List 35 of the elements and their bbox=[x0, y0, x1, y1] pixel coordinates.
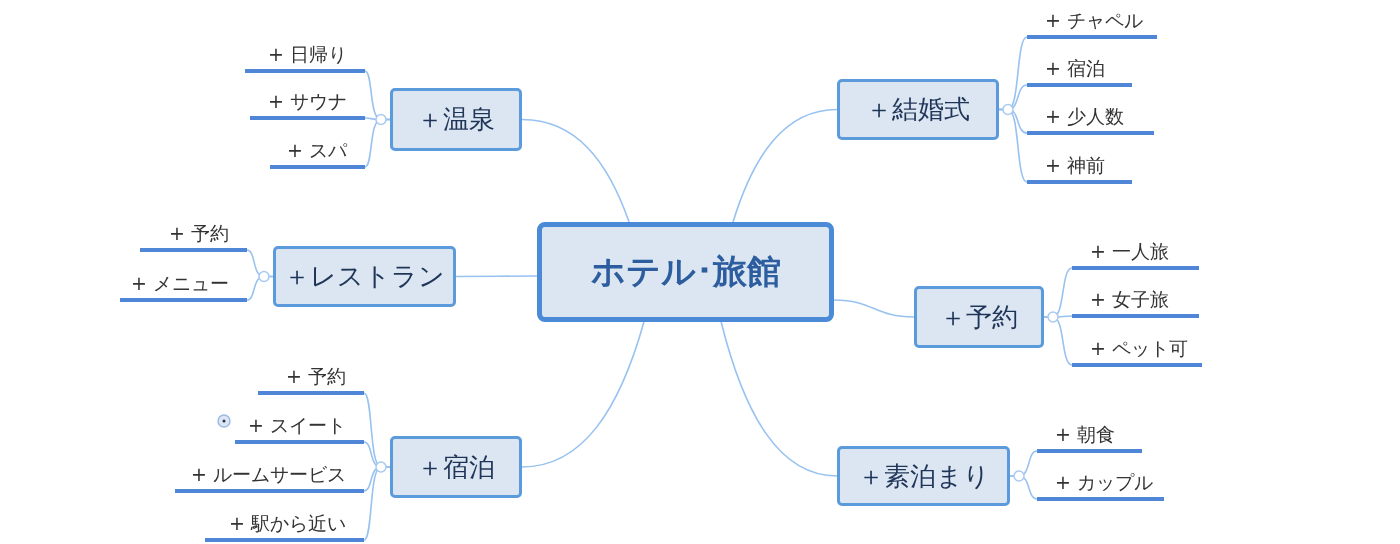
topic-box: ＋予約 bbox=[914, 286, 1044, 348]
subtopic-label: + 予約 bbox=[140, 220, 247, 252]
subtopic-label: + スパ bbox=[270, 137, 365, 169]
connector-line bbox=[521, 321, 645, 468]
subtopic-label: + 予約 bbox=[258, 363, 364, 395]
topic-box: ＋レストラン bbox=[273, 246, 456, 307]
subtopic-label: + 女子旅 bbox=[1072, 286, 1199, 318]
subtopic-label: + サウナ bbox=[250, 88, 365, 120]
topic-box: ＋素泊まり bbox=[837, 446, 1010, 506]
subtopic-label: + ペット可 bbox=[1072, 335, 1202, 367]
connector-line bbox=[521, 118, 630, 223]
subtopic-label: + 朝食 bbox=[1037, 421, 1142, 453]
topic-box: ＋宿泊 bbox=[390, 436, 522, 498]
connector-line bbox=[364, 118, 391, 168]
subtopic-label: + スイート bbox=[235, 412, 364, 444]
topic-box: ＋温泉 bbox=[390, 88, 522, 151]
subtopic-label: + チャペル bbox=[1027, 7, 1157, 39]
connector-line bbox=[720, 321, 838, 477]
subtopic-label: + ルームサービス bbox=[175, 461, 364, 493]
subtopic-label: + メニュー bbox=[120, 270, 247, 302]
connector-line bbox=[998, 108, 1028, 183]
subtopic-label: + 駅から近い bbox=[205, 510, 364, 542]
connector-line bbox=[455, 275, 538, 278]
topic-box: ＋結婚式 bbox=[837, 79, 999, 140]
connector-line bbox=[1009, 475, 1038, 500]
connector-line bbox=[732, 108, 838, 223]
subtopic-label: + 日帰り bbox=[245, 41, 365, 73]
subtopic-label: + 宿泊 bbox=[1027, 55, 1132, 87]
central-topic-box: ホテル･旅館 bbox=[537, 222, 834, 322]
subtopic-label: + 一人旅 bbox=[1072, 238, 1199, 270]
subtopic-label: + 少人数 bbox=[1027, 103, 1154, 135]
connector-line bbox=[833, 299, 915, 318]
connector-line bbox=[246, 275, 274, 301]
subtopic-label: + カップル bbox=[1037, 469, 1164, 501]
subtopic-label: + 神前 bbox=[1027, 152, 1132, 184]
